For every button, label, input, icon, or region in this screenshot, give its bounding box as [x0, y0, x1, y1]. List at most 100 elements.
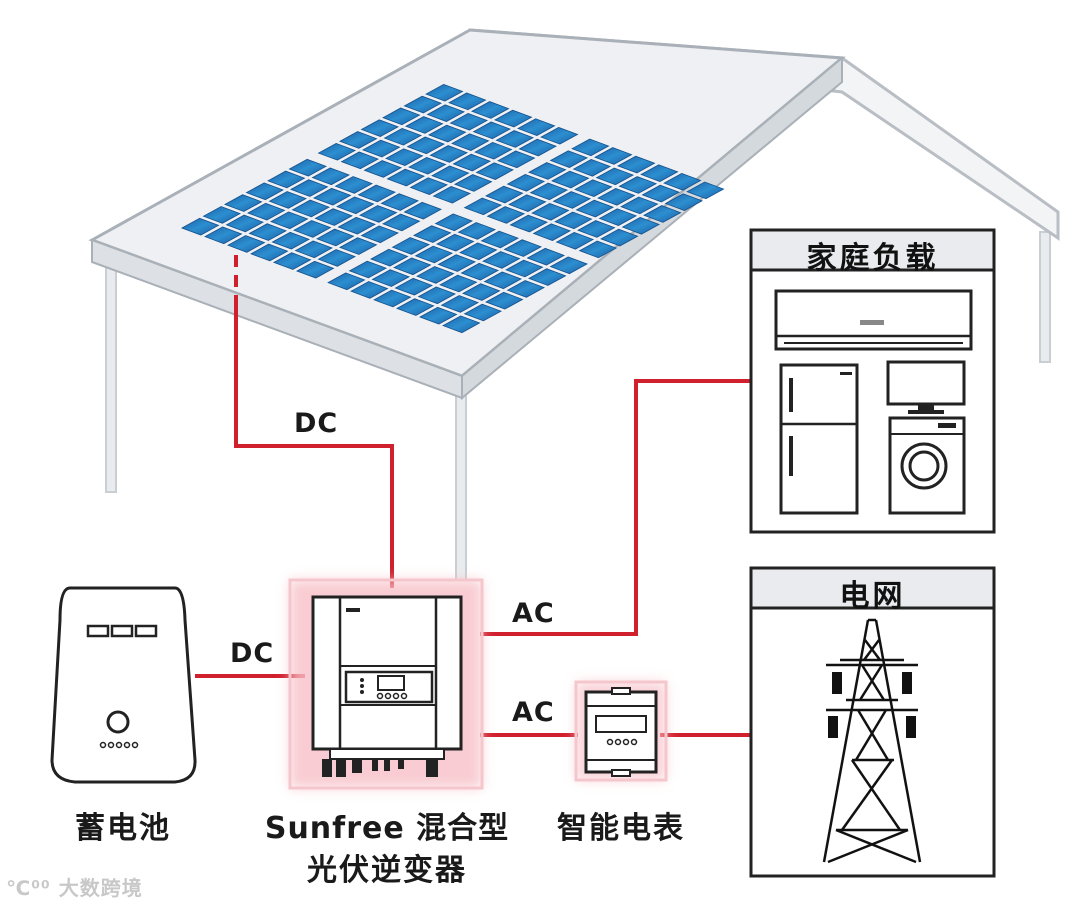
solar-cell	[317, 249, 356, 267]
solar-cell	[225, 214, 264, 233]
solar-cell	[371, 269, 410, 287]
solar-cell	[363, 160, 402, 178]
solar-cell	[348, 260, 387, 279]
solar-cell	[594, 147, 633, 165]
solar-cell	[663, 172, 702, 191]
solar-cell	[204, 226, 243, 245]
solar-cell	[578, 240, 618, 259]
solar-cell	[391, 237, 430, 255]
solar-cell	[227, 235, 266, 253]
solar-cell	[475, 162, 514, 180]
solar-cell	[268, 191, 307, 209]
solar-cell	[462, 283, 501, 301]
solar-cell	[598, 208, 638, 226]
solar-cell	[336, 196, 375, 215]
solar-cell	[202, 206, 241, 224]
solar-cell	[471, 101, 510, 119]
solar-cell	[474, 141, 513, 160]
solar-cell	[294, 240, 333, 259]
solar-cell	[290, 179, 329, 197]
solar-cell	[595, 167, 635, 186]
solar-cell	[517, 118, 556, 136]
solar-cell	[526, 247, 565, 266]
solar-cell	[250, 243, 289, 262]
solar-cell	[385, 148, 424, 166]
meter-label: 智能电表	[557, 811, 685, 846]
hybrid-inverter	[288, 578, 484, 790]
solar-cell	[552, 191, 592, 209]
solar-cell	[406, 136, 445, 155]
solar-cell	[340, 151, 379, 170]
solar-cell	[506, 280, 545, 298]
smart-meter	[574, 680, 668, 782]
solar-cell	[451, 133, 490, 151]
solar-cell	[271, 231, 310, 250]
solar-cell	[311, 167, 350, 186]
solar-cell	[403, 201, 442, 220]
solar-cell	[428, 124, 467, 143]
solar-cell	[431, 165, 470, 184]
solar-cell	[485, 291, 524, 310]
solar-cell	[452, 153, 491, 172]
solar-cell	[448, 92, 487, 111]
solar-cell	[313, 187, 352, 206]
solar-cell	[288, 158, 327, 177]
solar-cell	[485, 185, 524, 204]
solar-cell	[273, 252, 312, 270]
solar-cell	[440, 295, 479, 313]
solar-cell	[350, 281, 389, 299]
battery-unit	[50, 586, 197, 784]
solar-cell	[640, 164, 679, 182]
solar-cell	[597, 187, 636, 206]
solar-cell	[664, 193, 704, 211]
solar-cell	[339, 237, 378, 255]
solar-cell	[495, 130, 534, 148]
solar-cell	[413, 225, 452, 243]
solar-cell	[314, 208, 353, 226]
solar-cell	[574, 179, 613, 197]
watermark-logo-icon: ℃⁰⁰	[6, 876, 59, 900]
solar-cell	[362, 139, 401, 158]
solar-cell	[248, 223, 287, 241]
solar-cell	[380, 193, 419, 211]
solar-cell	[508, 194, 547, 212]
solar-cell	[339, 131, 378, 149]
solar-cell	[291, 199, 330, 218]
solar-cell	[224, 194, 263, 212]
solar-cell	[483, 271, 522, 290]
solar-cell	[463, 303, 502, 322]
solar-cell	[529, 182, 569, 201]
solar-cell	[245, 182, 284, 201]
solar-cell	[620, 196, 659, 215]
solar-cell	[429, 145, 468, 163]
solar-cell	[432, 185, 471, 204]
watermark-text: 大数跨境	[58, 876, 143, 900]
grid-title: 电网	[839, 579, 906, 614]
solar-cell	[531, 202, 570, 221]
solar-cell	[555, 231, 595, 250]
solar-cell	[459, 242, 498, 261]
inverter-label-line1: Sunfree 混合型	[264, 811, 510, 846]
solar-cell	[505, 259, 544, 278]
solar-cell	[554, 211, 593, 230]
ac-label-load: AC	[512, 598, 555, 629]
solar-cell	[382, 107, 421, 126]
solar-cell	[506, 173, 546, 192]
solar-cell	[317, 142, 356, 161]
solar-cell	[494, 109, 533, 128]
solar-cell	[436, 233, 475, 252]
solar-cell	[577, 220, 616, 238]
solar-cell	[486, 206, 526, 224]
solar-cell	[497, 150, 536, 169]
solar-cell	[396, 298, 435, 316]
solar-cell	[480, 230, 519, 249]
solar-cell	[419, 306, 458, 325]
solar-cell	[617, 155, 656, 174]
solar-cell	[528, 268, 567, 286]
solar-cell	[408, 156, 447, 175]
solar-cell	[437, 254, 476, 272]
solar-cell	[454, 174, 493, 192]
home-load-box	[749, 228, 996, 534]
solar-cell	[442, 315, 481, 334]
solar-cell	[357, 184, 396, 203]
